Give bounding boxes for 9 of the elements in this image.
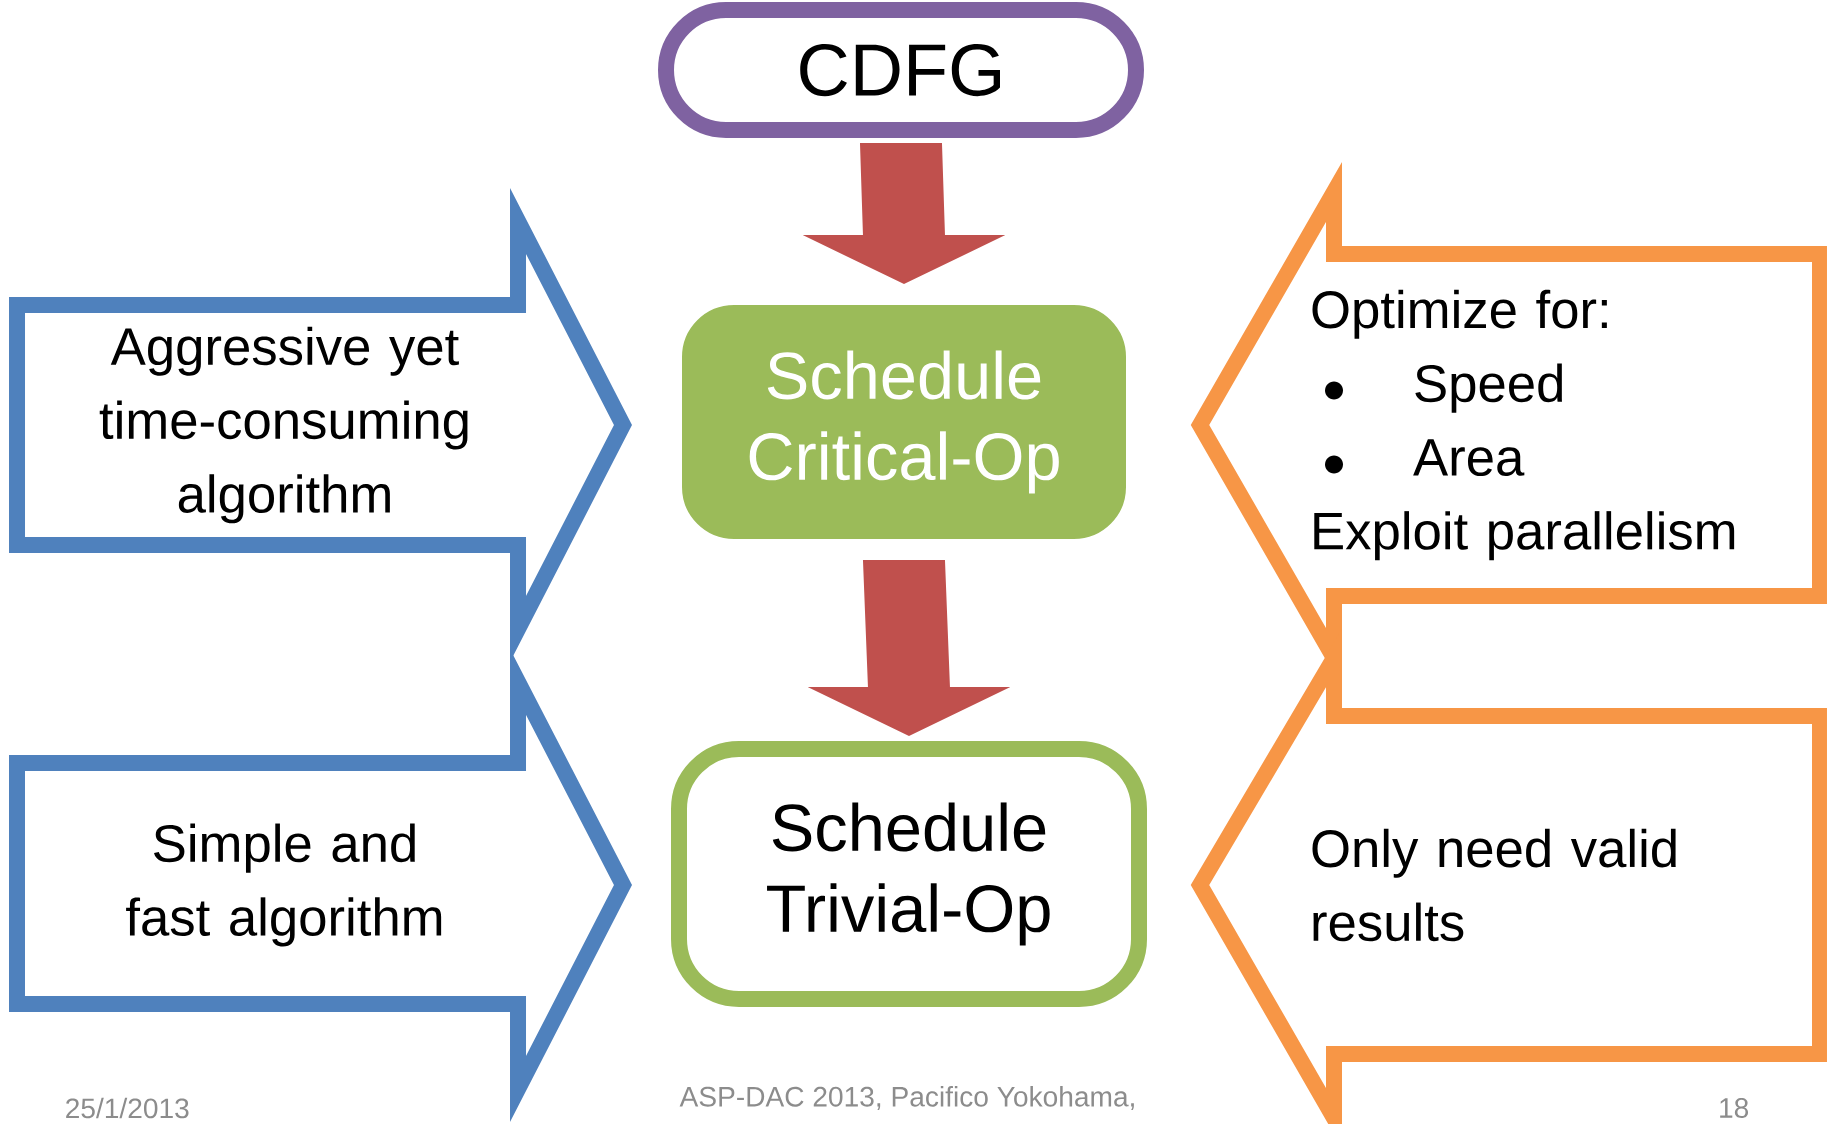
arrow [802, 143, 1006, 285]
process-box: Schedule Trivial-Op [671, 741, 1147, 1007]
arrow-callout: Optimize for: Speed Area Exploit parallelism [1190, 162, 1827, 688]
footer-text: ASP-DAC 2013, Pacifico Yokohama, [679, 1086, 1134, 1110]
process-box: Schedule Critical-Op [666, 289, 1142, 555]
arrow-callout: Aggressive yet time-consuming algorithm [9, 187, 632, 663]
footer-text: 18 [1720, 1098, 1749, 1118]
process-box: CDFG [658, 2, 1144, 138]
arrow [807, 560, 1011, 737]
